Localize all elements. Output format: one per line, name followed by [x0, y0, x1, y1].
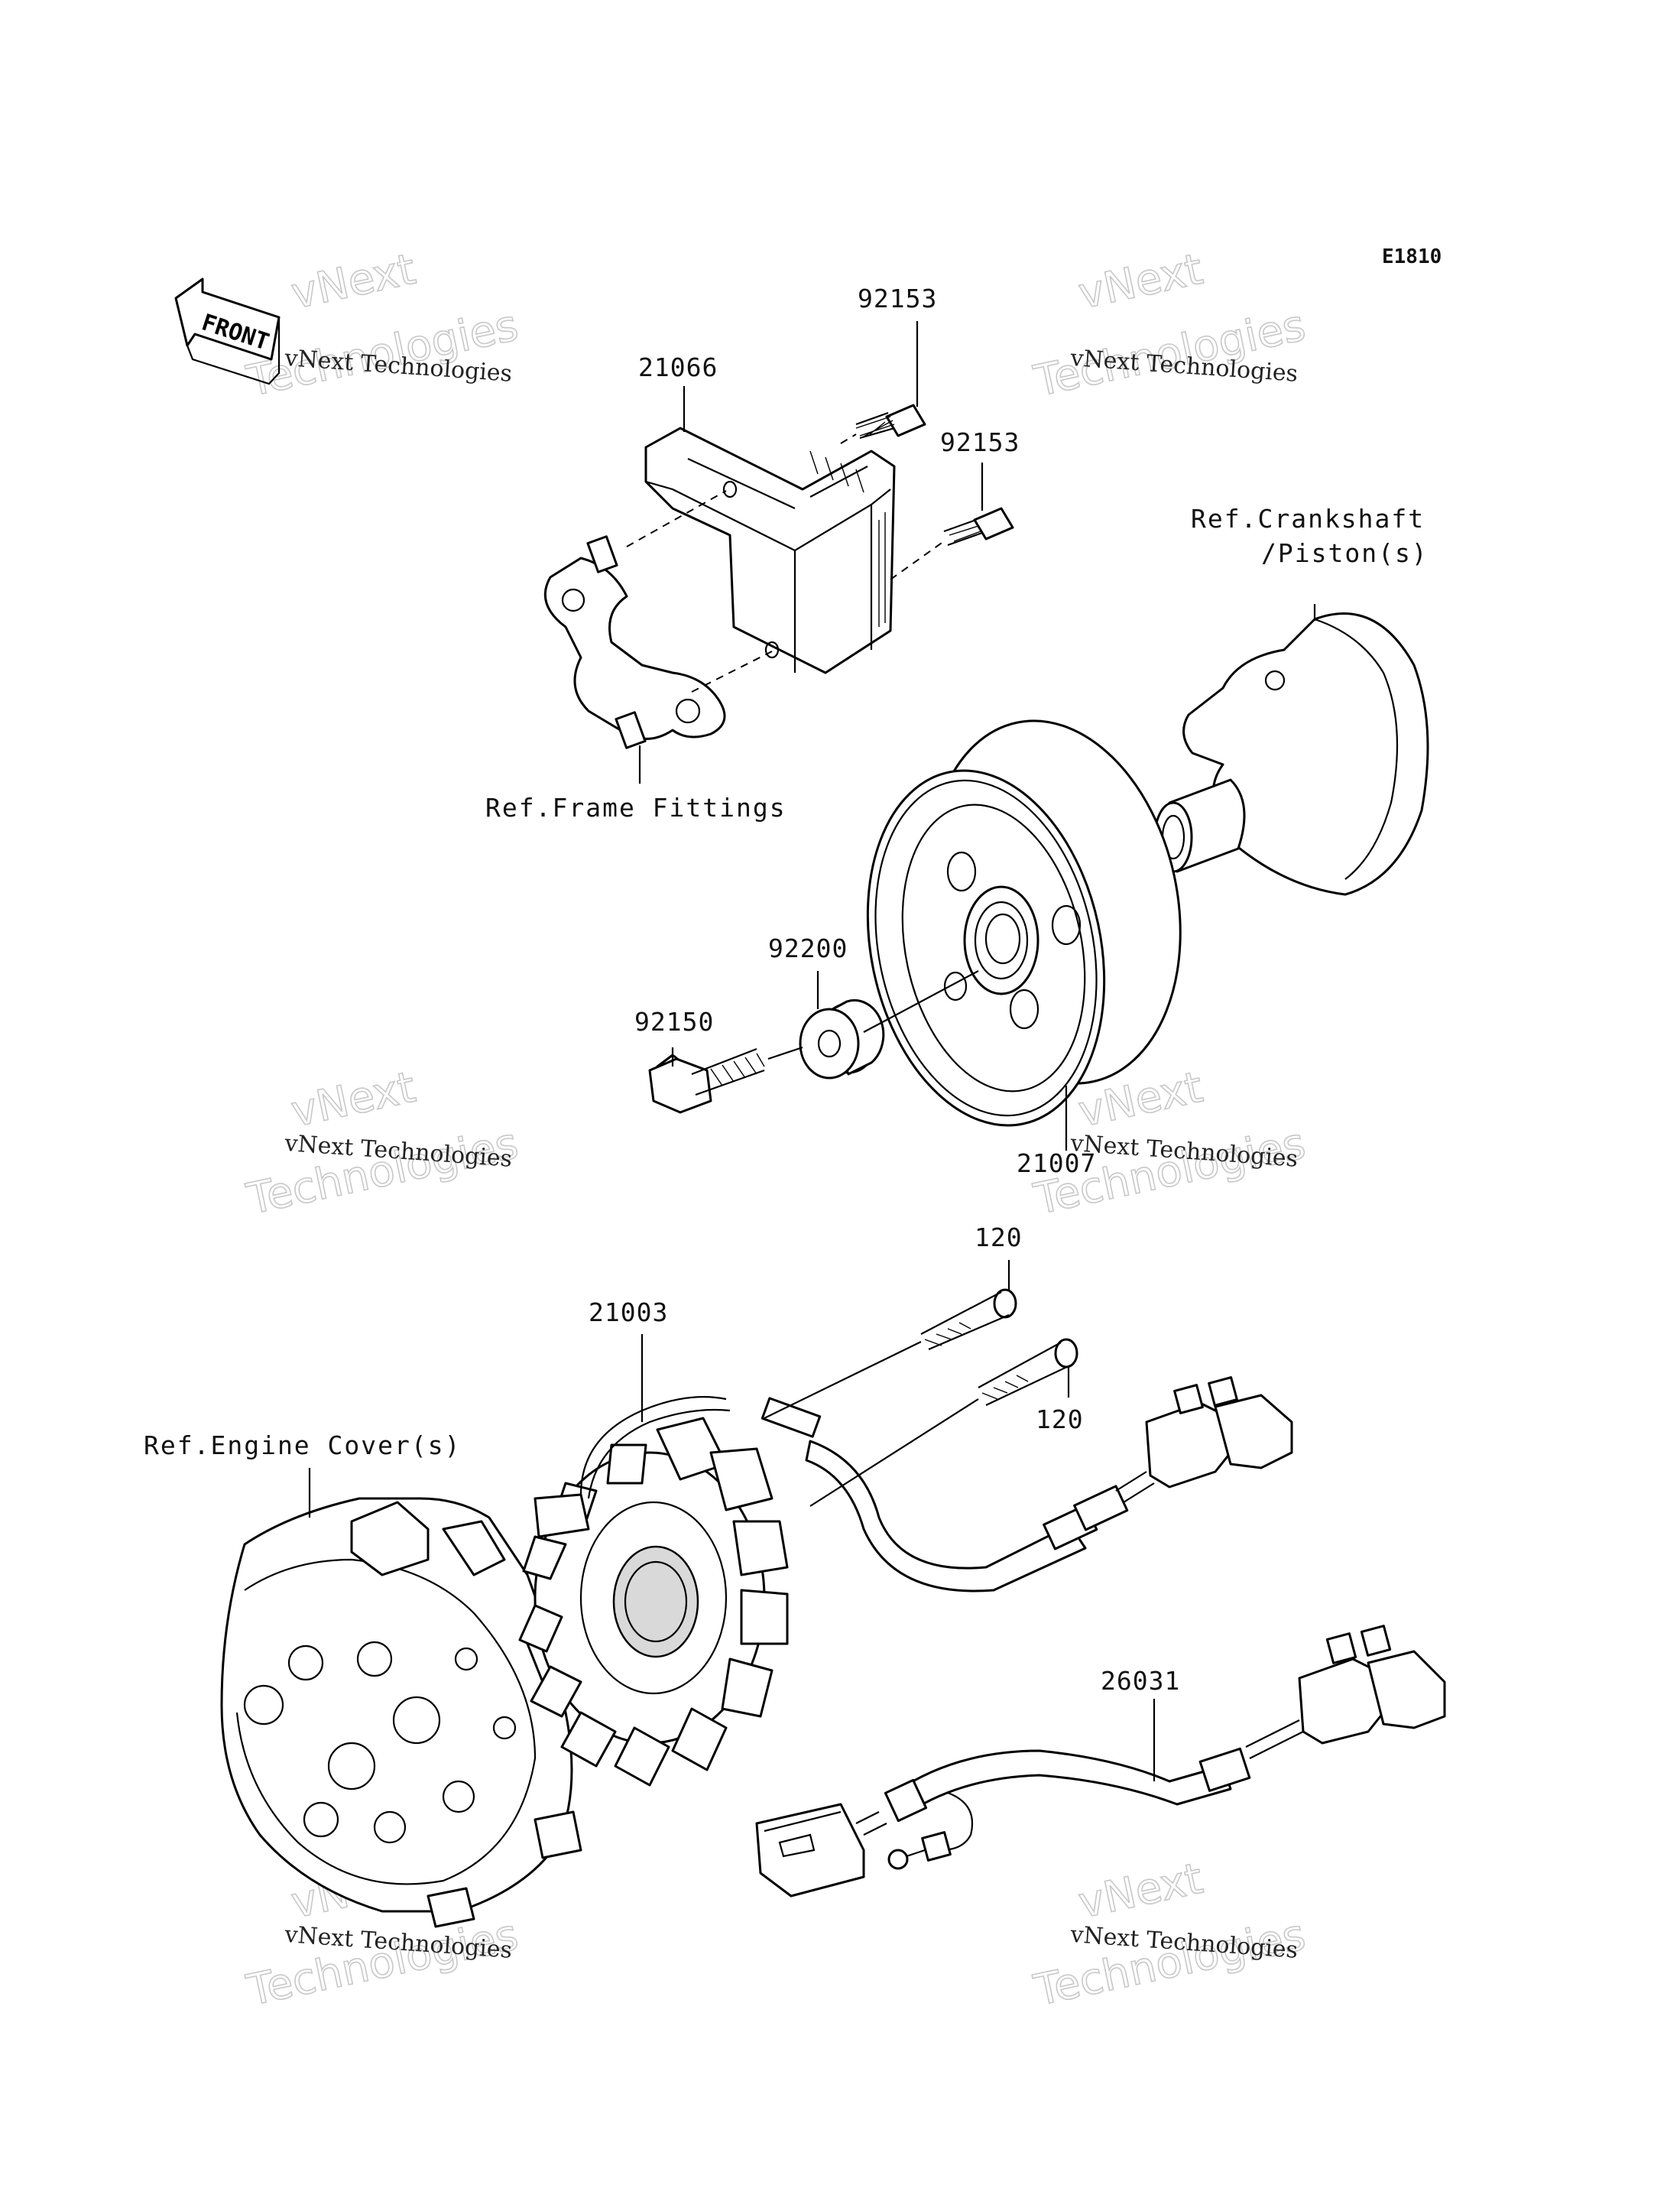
stator-wire-harness: [805, 1376, 1293, 1592]
bolt-120-upper: [920, 1288, 1017, 1351]
label-26031: 26031: [1101, 1666, 1180, 1696]
watermark-tech-text: Technologies: [242, 1910, 522, 2016]
washer-92200: [799, 998, 885, 1080]
frame-bracket: [543, 535, 726, 749]
label-120-upper: 120: [975, 1222, 1023, 1252]
crankshaft-reference: [1153, 612, 1429, 896]
watermark-mid-left: vNext Technologies: [242, 1062, 523, 1226]
label-92200: 92200: [768, 933, 848, 963]
front-arrow-icon: FRONT: [174, 278, 281, 385]
label-21066: 21066: [638, 352, 718, 382]
label-92153-lower: 92153: [940, 427, 1020, 457]
rotor-flywheel-21007: [866, 719, 1182, 1127]
bolt-92153-upper: [855, 404, 926, 440]
label-ref-engine-cover: Ref.Engine Cover(s): [144, 1430, 462, 1460]
label-21003: 21003: [589, 1297, 668, 1327]
stator-21003: [518, 1396, 822, 1787]
bolt-120-lower: [978, 1338, 1078, 1406]
sub-harness-26031: [755, 1625, 1446, 1898]
regulator-rectifier-21066: [644, 427, 896, 674]
watermark-vnext-text: vNext: [287, 245, 420, 320]
label-92153-upper: 92153: [858, 284, 937, 313]
watermark-vnext-text: vNext: [1075, 1854, 1208, 1929]
label-21007: 21007: [1017, 1148, 1096, 1178]
bolt-92150: [648, 1047, 765, 1114]
label-ref-frame-fittings: Ref.Frame Fittings: [485, 793, 786, 823]
watermark-vnext-text: vNext: [1075, 245, 1208, 320]
watermark-tech-text: Technologies: [242, 1118, 522, 1225]
fin-hatching: [809, 450, 886, 627]
diagram-code: E1810: [1382, 245, 1442, 268]
watermark-bottom-right: vNext Technologies: [1029, 1853, 1310, 2017]
label-120-lower: 120: [1036, 1404, 1084, 1434]
label-ref-crankshaft: Ref.Crankshaft: [1191, 504, 1425, 534]
watermark-vnext-text: vNext: [287, 1063, 420, 1138]
stator-poles: [518, 1417, 789, 1787]
label-ref-piston: /Piston(s): [1261, 538, 1429, 568]
bolt-92153-lower: [943, 507, 1014, 547]
label-92150: 92150: [634, 1007, 714, 1037]
